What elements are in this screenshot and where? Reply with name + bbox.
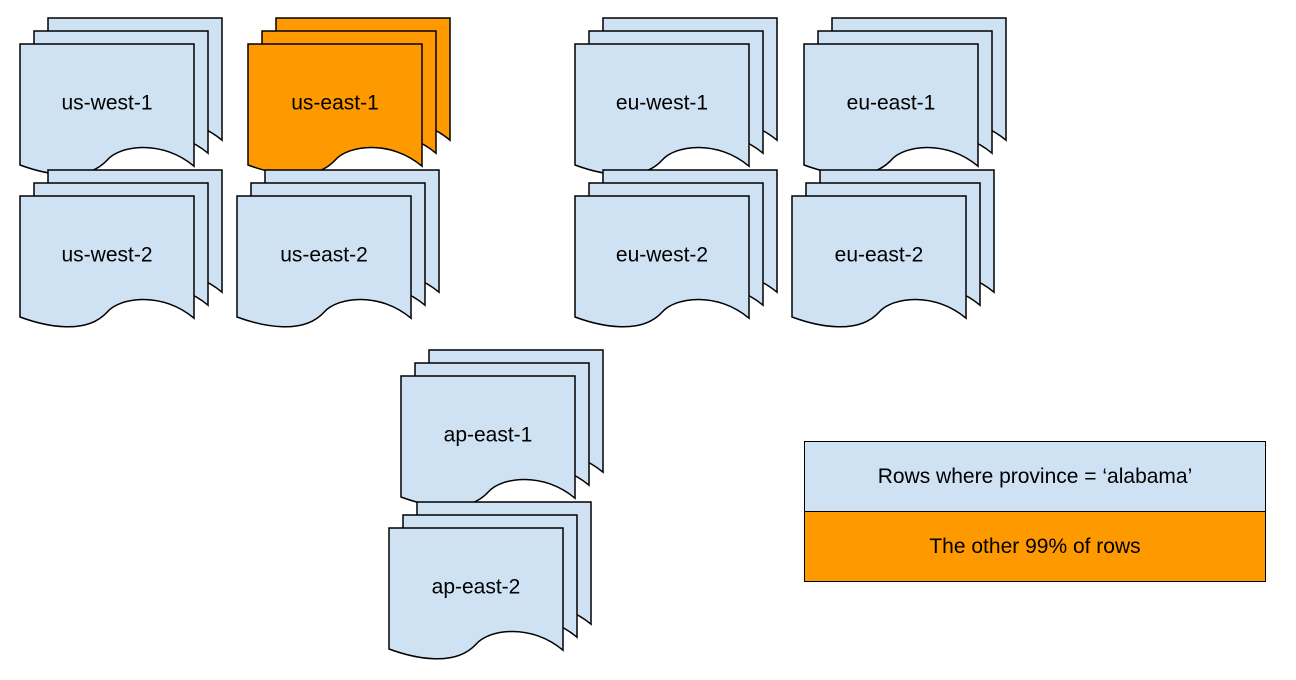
region-label: ap-east-2 <box>432 576 521 599</box>
region-ap-east-2: ap-east-2 <box>388 501 592 660</box>
region-us-east-2: us-east-2 <box>236 169 440 328</box>
document-page <box>19 195 195 328</box>
region-us-west-1: us-west-1 <box>19 17 223 176</box>
legend-item-1: The other 99% of rows <box>805 511 1265 581</box>
region-label: eu-east-2 <box>835 244 924 267</box>
region-eu-east-1: eu-east-1 <box>803 17 1007 176</box>
document-page <box>574 43 750 176</box>
region-label: us-west-2 <box>61 244 152 267</box>
region-label: ap-east-1 <box>444 424 533 447</box>
legend-label-0: Rows where province = ‘alabama’ <box>877 464 1193 488</box>
region-eu-west-2: eu-west-2 <box>574 169 778 328</box>
legend-label-1: The other 99% of rows <box>929 534 1141 558</box>
region-label: eu-west-2 <box>616 244 708 267</box>
region-us-west-2: us-west-2 <box>19 169 223 328</box>
legend: Rows where province = ‘alabama’ The othe… <box>804 441 1266 582</box>
region-us-east-1: us-east-1 <box>247 17 451 176</box>
document-page <box>388 527 564 660</box>
region-eu-east-2: eu-east-2 <box>791 169 995 328</box>
document-page <box>574 195 750 328</box>
region-ap-east-1: ap-east-1 <box>400 349 604 508</box>
document-page <box>236 195 412 328</box>
region-label: eu-east-1 <box>847 92 936 115</box>
legend-item-0: Rows where province = ‘alabama’ <box>805 442 1265 511</box>
region-label: us-east-1 <box>291 92 379 115</box>
document-page <box>19 43 195 176</box>
region-eu-west-1: eu-west-1 <box>574 17 778 176</box>
region-label: us-east-2 <box>280 244 368 267</box>
region-label: us-west-1 <box>61 92 152 115</box>
region-label: eu-west-1 <box>616 92 708 115</box>
document-page <box>791 195 967 328</box>
